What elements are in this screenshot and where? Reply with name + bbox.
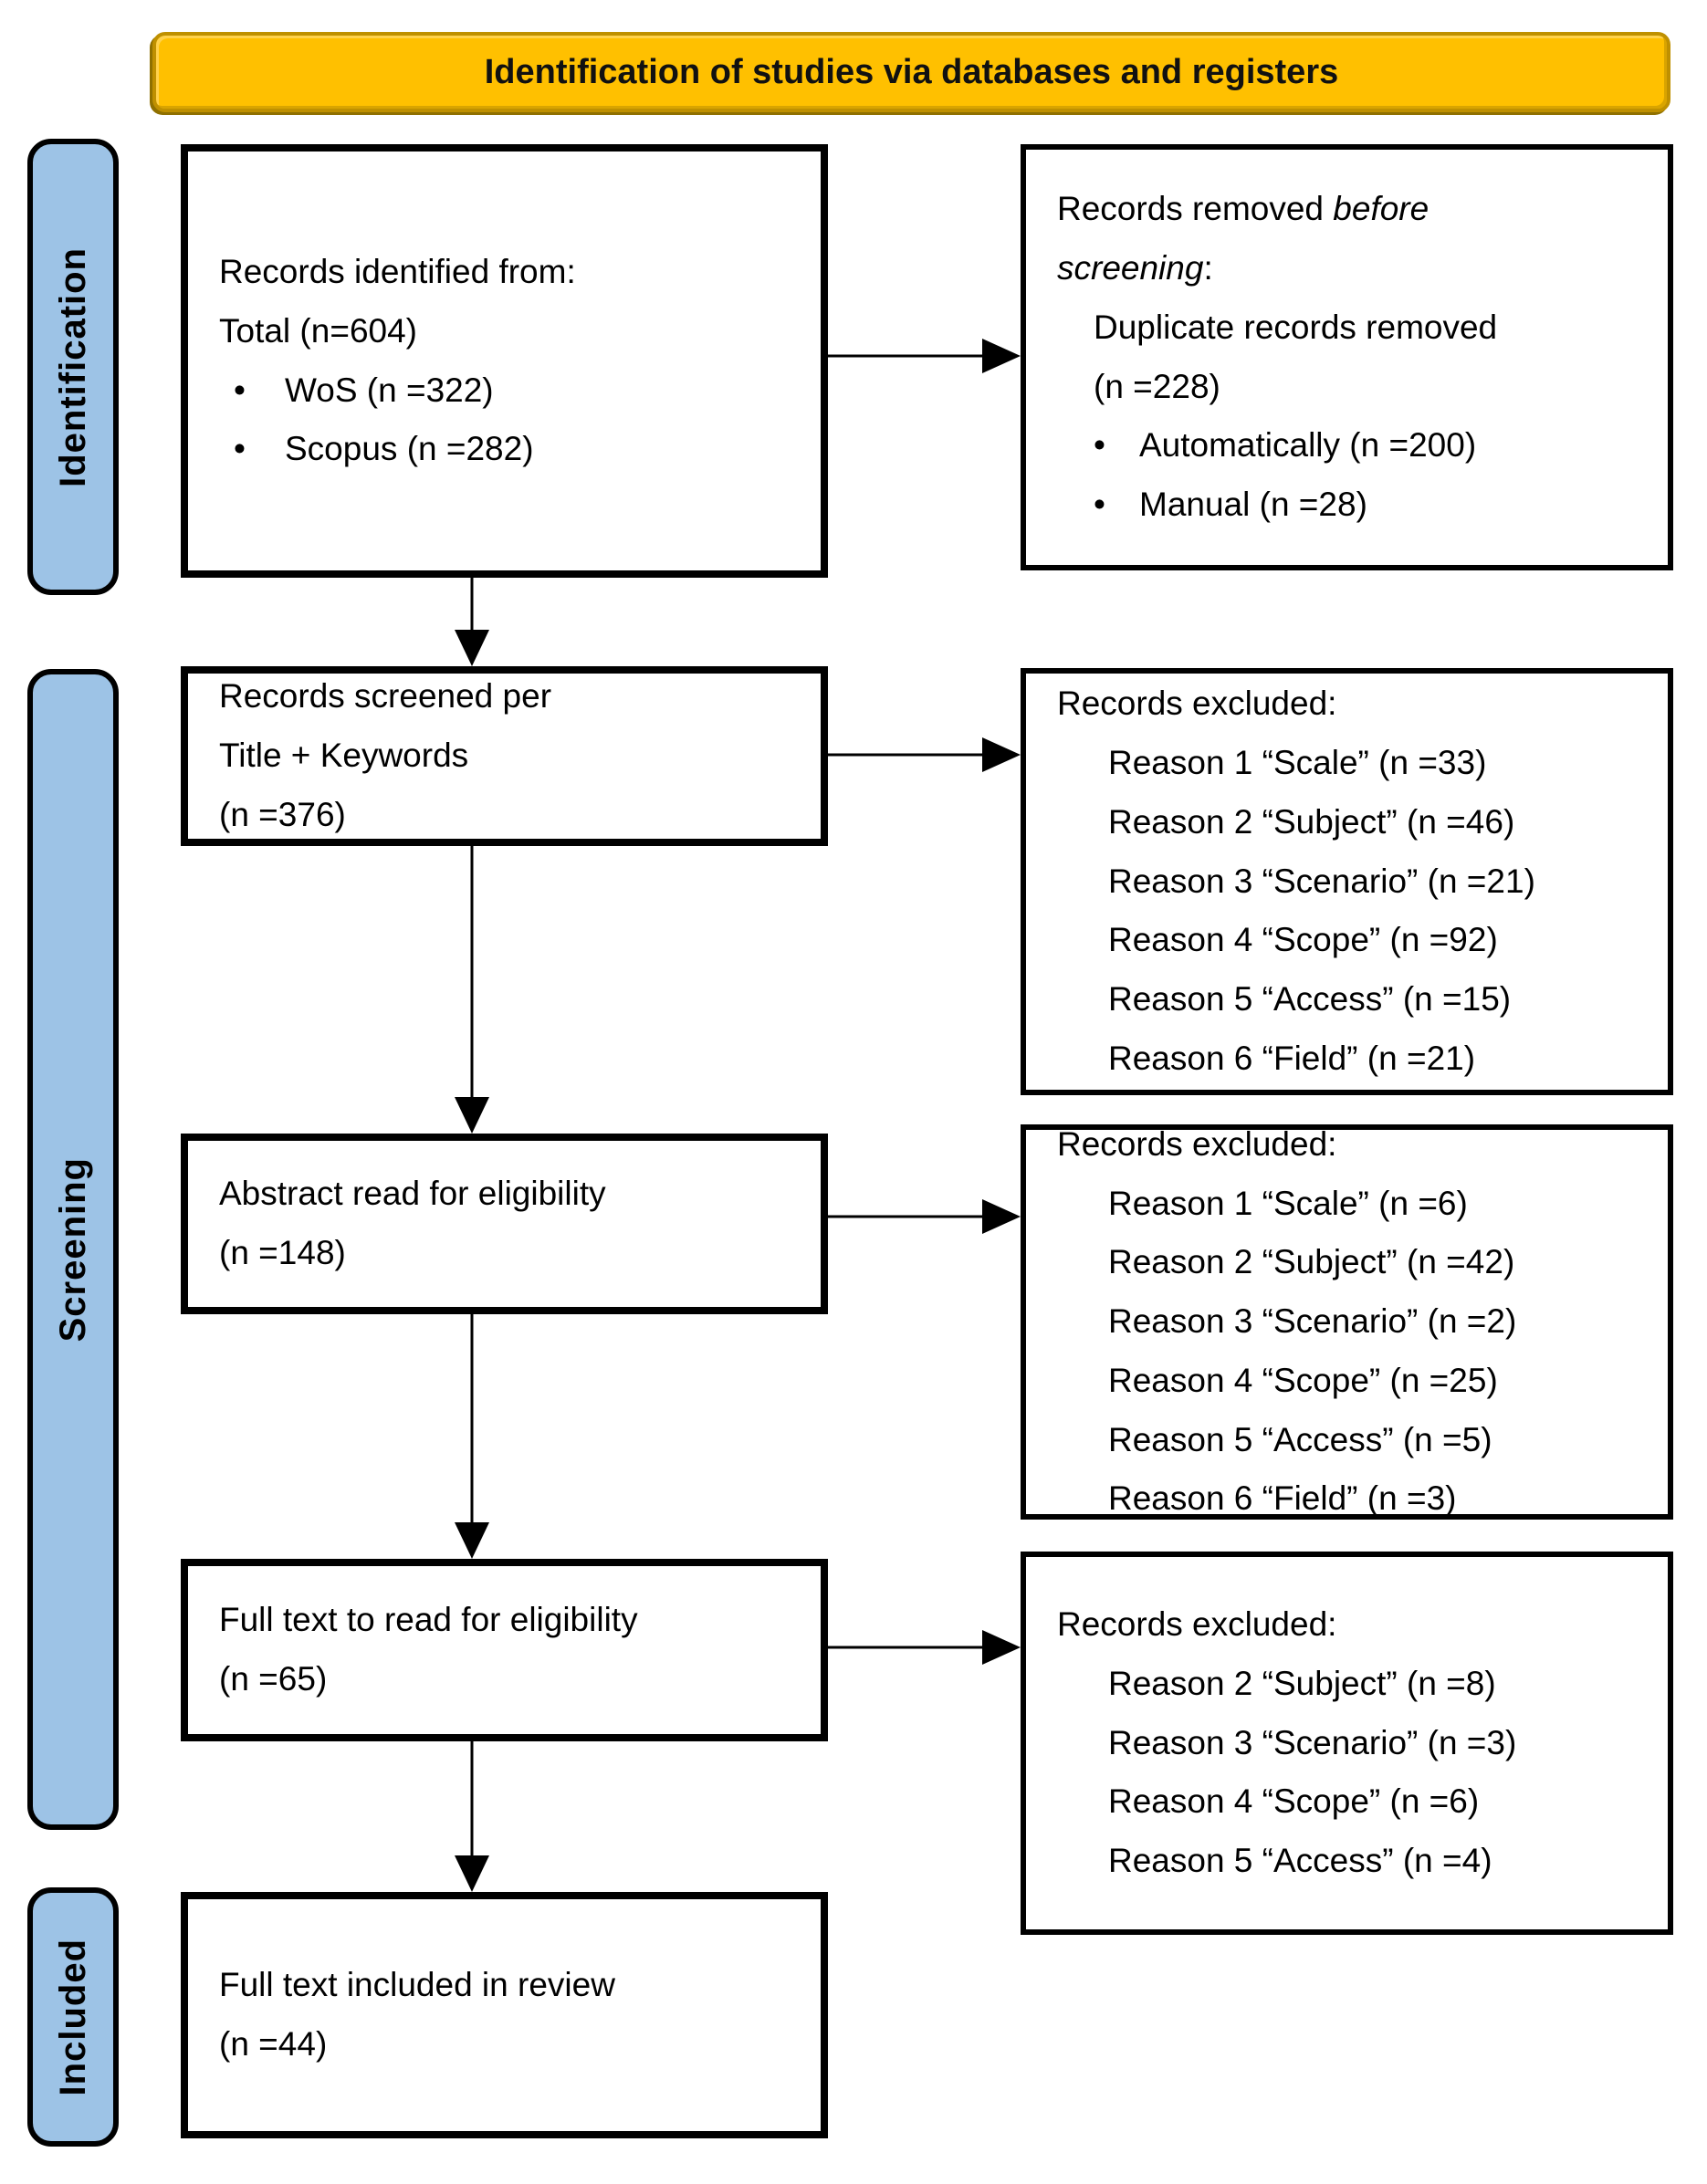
records-removed-title-line2: screening: bbox=[1057, 239, 1659, 298]
box-excluded-abstract: Records excluded: Reason 1 “Scale” (n =6… bbox=[1021, 1124, 1673, 1520]
arrow-abstract-to-fulltext bbox=[455, 1314, 489, 1559]
records-identified-line1: Records identified from: bbox=[219, 253, 576, 290]
exclusion-reason: Reason 1 “Scale” (n =33) bbox=[1108, 744, 1487, 782]
records-identified-scopus: Scopus (n =282) bbox=[285, 430, 534, 468]
exclusion-reason: Reason 2 “Subject” (n =8) bbox=[1108, 1664, 1496, 1702]
arrow-abstract-to-excluded bbox=[828, 1199, 1021, 1234]
records-removed-title-italic1: before bbox=[1333, 190, 1429, 228]
records-removed-bullet-manual: • Manual (n =28) bbox=[1094, 475, 1659, 535]
arrow-fulltext-to-excluded bbox=[828, 1630, 1021, 1665]
excluded-title-heading: Records excluded: bbox=[1057, 684, 1337, 723]
excluded-fulltext-heading: Records excluded: bbox=[1057, 1605, 1337, 1644]
records-identified-line2: Total (n=604) bbox=[219, 311, 417, 350]
exclusion-reason: Reason 4 “Scope” (n =92) bbox=[1108, 921, 1498, 959]
records-removed-title-colon: : bbox=[1203, 249, 1213, 287]
records-removed-sub1: Duplicate records removed bbox=[1094, 308, 1498, 346]
bullet-icon: • bbox=[234, 430, 246, 468]
records-removed-title-pre: Records removed bbox=[1057, 190, 1334, 228]
stage-label-included: Included bbox=[52, 1938, 93, 2096]
included-review-line2: (n =44) bbox=[219, 2025, 328, 2063]
fulltext-read-line2: (n =65) bbox=[219, 1660, 328, 1698]
included-review-line1: Full text included in review bbox=[219, 1966, 615, 2004]
exclusion-reason: Reason 3 “Scenario” (n =3) bbox=[1108, 1723, 1517, 1761]
box-excluded-title-keywords: Records excluded: Reason 1 “Scale” (n =3… bbox=[1021, 668, 1673, 1095]
records-screened-line3: (n =376) bbox=[219, 795, 346, 833]
excluded-abstract-heading: Records excluded: bbox=[1057, 1124, 1337, 1163]
fulltext-read-line1: Full text to read for eligibility bbox=[219, 1601, 638, 1639]
exclusion-reason: Reason 2 “Subject” (n =42) bbox=[1108, 1243, 1515, 1281]
records-removed-bullet-auto: • Automatically (n =200) bbox=[1094, 416, 1659, 475]
exclusion-reason: Reason 4 “Scope” (n =25) bbox=[1108, 1361, 1498, 1399]
stage-label-identification: Identification bbox=[52, 246, 93, 487]
records-identified-bullet-scopus: • Scopus (n =282) bbox=[234, 420, 812, 479]
stage-bar-included: Included bbox=[27, 1887, 119, 2147]
box-included-review: Full text included in review (n =44) bbox=[181, 1892, 828, 2138]
arrow-identified-to-removed bbox=[828, 339, 1021, 373]
arrow-identified-to-screened bbox=[455, 578, 489, 666]
box-abstract-read: Abstract read for eligibility (n =148) bbox=[181, 1134, 828, 1314]
bullet-icon: • bbox=[1094, 426, 1105, 465]
exclusion-reason: Reason 5 “Access” (n =5) bbox=[1108, 1420, 1492, 1458]
exclusion-reason: Reason 3 “Scenario” (n =2) bbox=[1108, 1302, 1517, 1341]
box-records-identified: Records identified from: Total (n=604) •… bbox=[181, 144, 828, 578]
records-removed-title-line1: Records removed before bbox=[1057, 180, 1659, 239]
abstract-read-line2: (n =148) bbox=[219, 1234, 346, 1271]
records-identified-bullet-wos: • WoS (n =322) bbox=[234, 361, 812, 421]
exclusion-reason: Reason 3 “Scenario” (n =21) bbox=[1108, 862, 1535, 900]
box-excluded-fulltext: Records excluded: Reason 2 “Subject” (n … bbox=[1021, 1552, 1673, 1935]
arrow-screened-to-excluded bbox=[828, 737, 1021, 772]
box-records-removed: Records removed before screening: Duplic… bbox=[1021, 144, 1673, 570]
stage-label-screening: Screening bbox=[52, 1156, 93, 1343]
abstract-read-line1: Abstract read for eligibility bbox=[219, 1175, 606, 1213]
records-removed-manual: Manual (n =28) bbox=[1139, 486, 1367, 523]
diagram-title: Identification of studies via databases … bbox=[484, 52, 1339, 91]
exclusion-reason: Reason 5 “Access” (n =4) bbox=[1108, 1842, 1492, 1880]
records-removed-automatically: Automatically (n =200) bbox=[1139, 426, 1477, 465]
records-removed-sub2: (n =228) bbox=[1094, 367, 1220, 405]
exclusion-reason: Reason 6 “Field” (n =21) bbox=[1108, 1039, 1476, 1077]
exclusion-reason: Reason 5 “Access” (n =15) bbox=[1108, 980, 1512, 1019]
exclusion-reason: Reason 2 “Subject” (n =46) bbox=[1108, 802, 1515, 841]
bullet-icon: • bbox=[234, 371, 246, 409]
exclusion-reason: Reason 4 “Scope” (n =6) bbox=[1108, 1782, 1480, 1821]
records-removed-title-italic2: screening bbox=[1057, 249, 1204, 287]
box-records-screened: Records screened per Title + Keywords (n… bbox=[181, 666, 828, 846]
arrow-screened-to-abstract bbox=[455, 846, 489, 1134]
stage-bar-identification: Identification bbox=[27, 139, 119, 595]
records-screened-line1: Records screened per bbox=[219, 677, 552, 716]
header-banner: Identification of studies via databases … bbox=[152, 32, 1670, 112]
box-fulltext-read: Full text to read for eligibility (n =65… bbox=[181, 1559, 828, 1741]
exclusion-reason: Reason 1 “Scale” (n =6) bbox=[1108, 1184, 1468, 1222]
arrow-fulltext-to-included bbox=[455, 1741, 489, 1892]
records-screened-line2: Title + Keywords bbox=[219, 737, 469, 775]
records-identified-wos: WoS (n =322) bbox=[285, 371, 494, 409]
bullet-icon: • bbox=[1094, 486, 1105, 523]
exclusion-reason: Reason 6 “Field” (n =3) bbox=[1108, 1479, 1457, 1518]
stage-bar-screening: Screening bbox=[27, 669, 119, 1830]
